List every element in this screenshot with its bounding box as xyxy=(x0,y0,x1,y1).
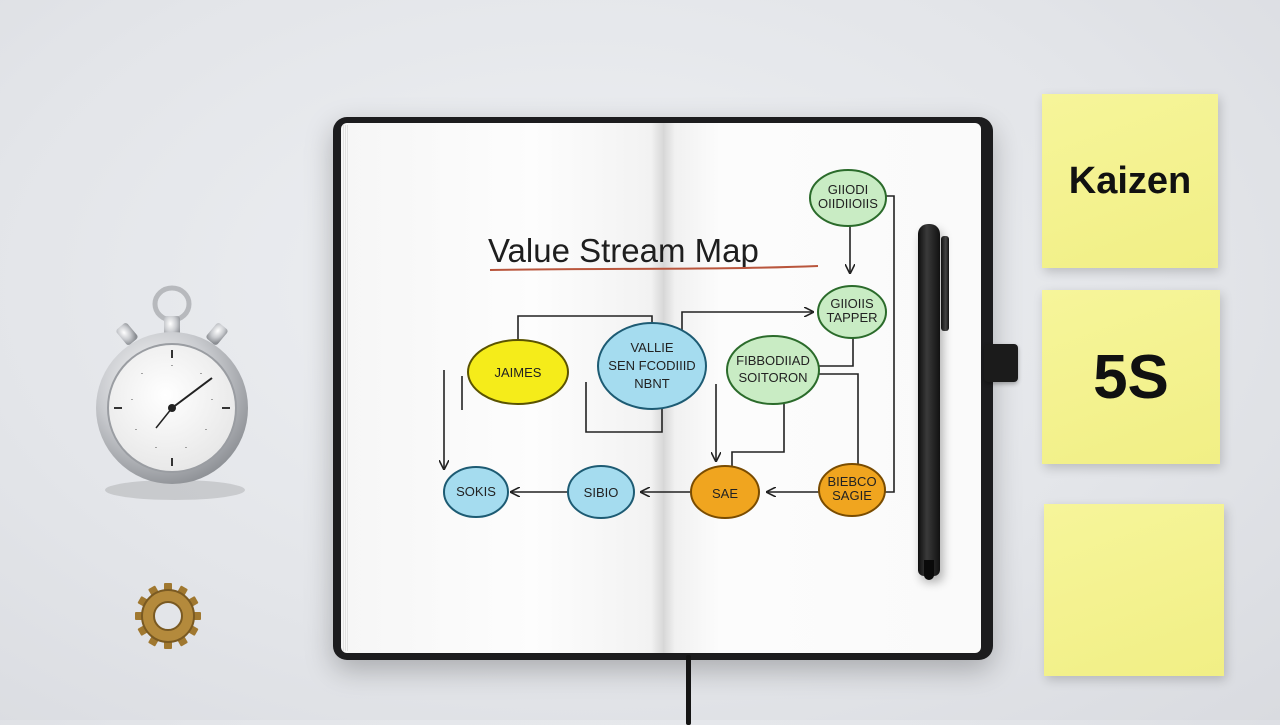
pen-clip xyxy=(941,236,949,331)
pen-tip xyxy=(924,560,934,580)
svg-text:·: · xyxy=(155,442,158,452)
svg-text:·: · xyxy=(171,360,174,370)
node-left-bottom: SOKIS xyxy=(443,466,509,518)
page-edges xyxy=(343,125,349,651)
node-blue-center: VALLIE SEN FCODIIID NBNT xyxy=(597,322,707,410)
sticky-note-blank xyxy=(1044,504,1224,676)
svg-text:TAPPER: TAPPER xyxy=(826,310,877,325)
svg-text:VALLIE: VALLIE xyxy=(630,340,673,355)
notebook-elastic-tab xyxy=(984,344,1018,382)
svg-text:·: · xyxy=(135,424,138,434)
node-center-bottom: SIBIO xyxy=(567,465,635,519)
node-mid-right: GIIOIIS TAPPER xyxy=(817,285,887,339)
svg-text:·: · xyxy=(185,442,188,452)
svg-text:SOKIS: SOKIS xyxy=(456,484,496,499)
sticky-note-kaizen: Kaizen xyxy=(1042,94,1218,268)
stopwatch-icon: · · · · · · · · · xyxy=(90,280,260,510)
svg-text:·: · xyxy=(211,394,214,404)
svg-text:NBNT: NBNT xyxy=(634,376,669,391)
pen-icon xyxy=(918,224,940,576)
bookmark-ribbon xyxy=(686,655,691,725)
svg-text:·: · xyxy=(141,368,144,378)
svg-text:·: · xyxy=(131,394,134,404)
gear-icon xyxy=(130,580,206,652)
svg-text:FIBBODIIAD: FIBBODIIAD xyxy=(736,353,810,368)
svg-text:JAIMES: JAIMES xyxy=(495,365,542,380)
node-orange: SAE xyxy=(690,465,760,519)
node-top-right: GIIODI OIIDIIOIIS xyxy=(809,169,887,227)
node-yellow: JAIMES xyxy=(467,339,569,405)
svg-text:·: · xyxy=(200,368,203,378)
diagram-connectors xyxy=(444,195,895,492)
svg-text:OIIDIIOIIS: OIIDIIOIIS xyxy=(818,196,878,211)
svg-text:SAE: SAE xyxy=(712,486,738,501)
node-orange-right: BIEBCO SAGIE xyxy=(818,463,886,517)
svg-text:·: · xyxy=(205,424,208,434)
svg-text:GIIODI: GIIODI xyxy=(828,182,868,197)
svg-text:SEN FCODIIID: SEN FCODIIID xyxy=(608,358,695,373)
title-underline xyxy=(489,265,819,271)
svg-text:BIEBCO: BIEBCO xyxy=(827,474,876,489)
svg-text:SOITORON: SOITORON xyxy=(738,370,807,385)
svg-text:GIIOIIS: GIIOIIS xyxy=(830,296,874,311)
node-green-center: FIBBODIIAD SOITORON xyxy=(726,335,820,405)
sticky-note-5s: 5S xyxy=(1042,290,1220,464)
svg-text:SAGIE: SAGIE xyxy=(832,488,872,503)
svg-text:SIBIO: SIBIO xyxy=(584,485,619,500)
diagram-title: Value Stream Map xyxy=(488,232,759,269)
